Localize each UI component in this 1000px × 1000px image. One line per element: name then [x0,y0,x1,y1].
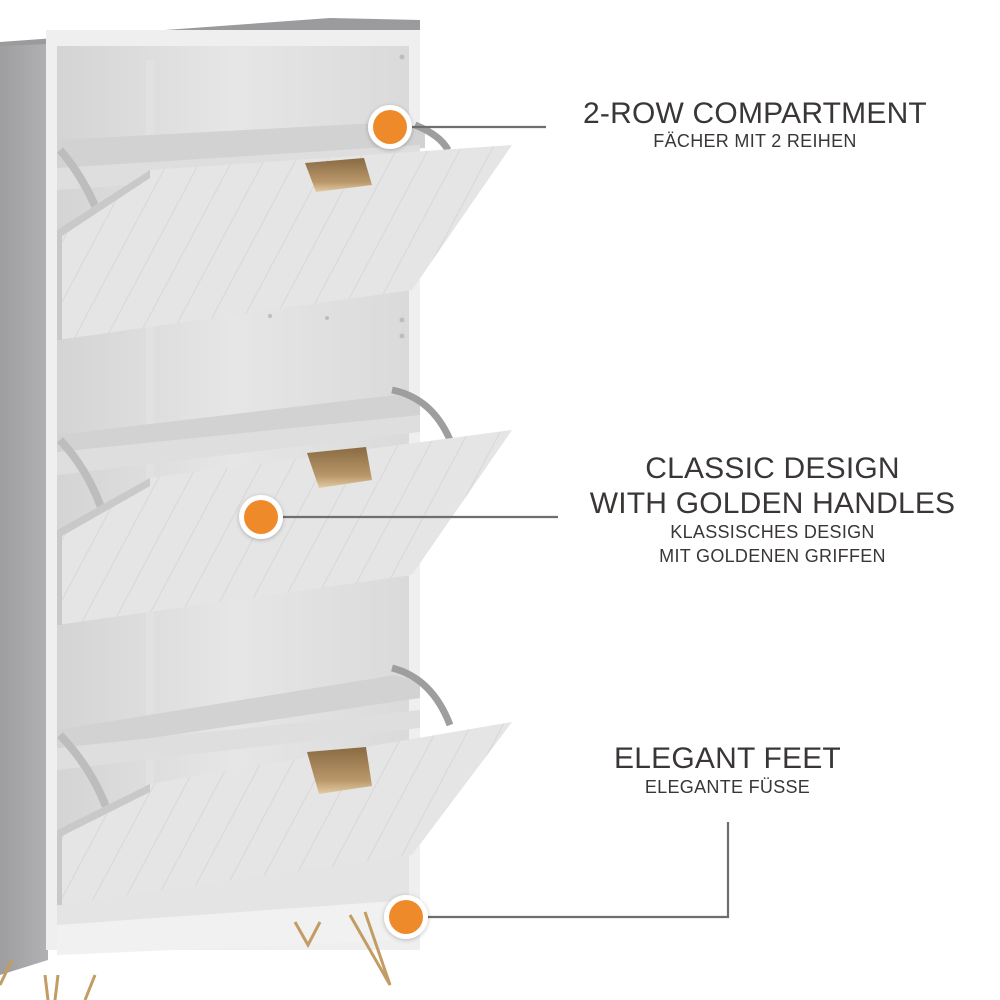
callout-title: ELEGANT FEET [614,742,841,775]
callout-subtitle: FÄCHER MIT 2 REIHEN [653,131,857,151]
shoe-door-1[interactable] [56,121,512,340]
shoe-door-2[interactable] [57,386,512,625]
callout-subtitle: ELEGANTE FÜSSE [644,777,811,797]
cabinet-side-panel [0,44,48,975]
golden-handle-2[interactable] [307,447,372,488]
callout-subtitle-line-2: MIT GOLDENEN GRIFFEN [659,546,886,566]
hairpin-legs [0,911,392,1000]
golden-handle-3[interactable] [307,747,372,794]
golden-handle-1[interactable] [305,158,372,192]
callout-marker-1[interactable] [368,105,412,149]
callout-title-line-1: CLASSIC DESIGN [645,452,900,485]
callout-title: 2-ROW COMPARTMENT [583,97,927,130]
callout-marker-3[interactable] [384,895,428,939]
callout-title-line-2: WITH GOLDEN HANDLES [589,487,956,520]
callout-subtitle-line-1: KLASSISCHES DESIGN [670,522,875,542]
leader-lines [275,125,730,919]
leader-line-3 [418,822,730,919]
shoe-door-3[interactable] [57,664,512,905]
callout-marker-2[interactable] [239,495,283,539]
